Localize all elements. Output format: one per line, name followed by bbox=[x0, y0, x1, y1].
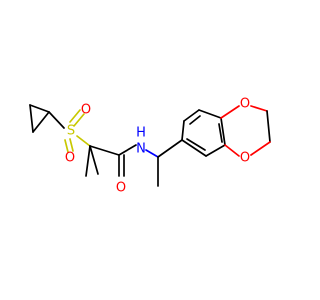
bond bbox=[250, 105, 268, 112]
amide-nitrogen-label: N bbox=[136, 142, 146, 157]
cyclopropyl-ring bbox=[29, 104, 50, 133]
bond bbox=[89, 145, 99, 175]
sulfonyl-oxygen-top-label: O bbox=[81, 103, 91, 118]
bond bbox=[48, 111, 65, 129]
bond bbox=[145, 149, 159, 158]
molecule-structure-diagram: S O O O N H O O bbox=[29, 97, 271, 196]
bond bbox=[29, 104, 34, 133]
bond bbox=[32, 111, 50, 133]
bond bbox=[189, 115, 201, 125]
bond bbox=[250, 141, 271, 156]
bond bbox=[76, 135, 91, 147]
bond bbox=[183, 109, 200, 122]
benzene-ring bbox=[181, 109, 226, 157]
dioxane-oxygen-bottom-label: O bbox=[240, 151, 250, 166]
bond bbox=[157, 139, 183, 158]
bond bbox=[64, 139, 69, 153]
bond bbox=[29, 104, 50, 113]
sulfonyl-oxygen-bottom-label: O bbox=[65, 151, 75, 166]
bond bbox=[224, 144, 240, 157]
bond bbox=[220, 117, 226, 146]
bond bbox=[198, 109, 222, 119]
bond bbox=[73, 113, 85, 127]
bond bbox=[89, 145, 120, 156]
dioxane-oxygen-top-label: O bbox=[240, 97, 250, 112]
bond bbox=[181, 120, 185, 141]
sulfonyl-group bbox=[64, 109, 91, 153]
sulfur-label: S bbox=[67, 124, 75, 139]
bond bbox=[69, 138, 74, 152]
bond bbox=[218, 123, 223, 143]
bond bbox=[69, 109, 81, 123]
bond bbox=[186, 138, 206, 151]
bond bbox=[205, 144, 226, 157]
bond bbox=[85, 145, 91, 177]
bond bbox=[181, 139, 207, 157]
amide-hydrogen-label: H bbox=[136, 126, 146, 141]
carbonyl-oxygen-label: O bbox=[116, 181, 126, 196]
bond bbox=[220, 105, 240, 119]
bond bbox=[266, 110, 271, 143]
dioxane-ring bbox=[220, 105, 271, 157]
bond bbox=[118, 144, 137, 156]
